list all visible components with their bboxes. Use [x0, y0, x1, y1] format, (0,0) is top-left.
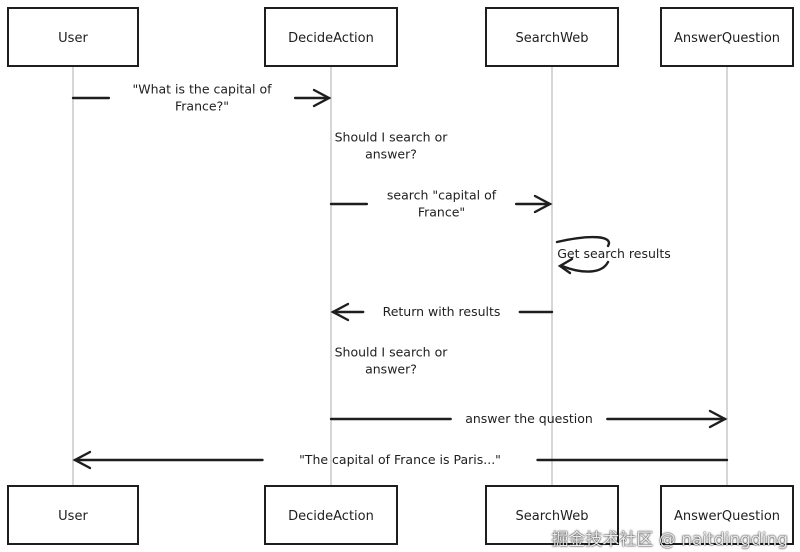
- message-label-2-0: search "capital of: [387, 188, 497, 203]
- note-text-5-1: answer?: [365, 362, 417, 377]
- message-label-2-1: France": [418, 205, 465, 220]
- actor-label-bottom-decide-action: DecideAction: [288, 509, 374, 524]
- message-label-6-0: answer the question: [465, 411, 593, 426]
- actor-label-bottom-user: User: [58, 509, 88, 524]
- message-label-3: Get search results: [557, 246, 671, 261]
- actor-label-bottom-search-web: SearchWeb: [515, 509, 588, 524]
- actor-label-top-search-web: SearchWeb: [515, 31, 588, 46]
- message-arrowhead-4: [330, 302, 350, 322]
- message-label-4-0: Return with results: [383, 304, 501, 319]
- self-loop-top: [555, 235, 611, 248]
- watermark: 掘金技术社区 @ naitdingding: [551, 530, 788, 550]
- actor-box-bottom-user: [7, 485, 139, 545]
- message-label-0-0: "What is the capital of: [132, 82, 272, 97]
- self-loop-arrowhead: [557, 257, 574, 275]
- actor-box-top-decide-action: [264, 7, 398, 67]
- actor-box-top-user: [7, 7, 139, 67]
- actor-box-top-answer-question: [660, 7, 794, 67]
- actor-box-bottom-decide-action: [264, 485, 398, 545]
- actor-label-bottom-answer-question: AnswerQuestion: [674, 509, 780, 524]
- message-label-7-0: "The capital of France is Paris...": [299, 452, 501, 467]
- actor-box-top-search-web: [485, 7, 619, 67]
- actor-label-top-decide-action: DecideAction: [288, 31, 374, 46]
- actor-box-bottom-search-web: [485, 485, 619, 545]
- actor-label-top-user: User: [58, 31, 88, 46]
- message-arrowhead-0: [312, 88, 332, 108]
- message-arrowhead-6: [708, 409, 728, 429]
- actor-label-top-answer-question: AnswerQuestion: [674, 31, 780, 46]
- message-arrowhead-2: [533, 194, 553, 214]
- note-text-5-0: Should I search or: [335, 345, 449, 360]
- note-text-1-0: Should I search or: [335, 130, 449, 145]
- actor-box-bottom-answer-question: [660, 485, 794, 545]
- self-loop-bottom: [560, 260, 610, 273]
- note-text-1-1: answer?: [365, 147, 417, 162]
- message-arrowhead-7: [72, 450, 92, 470]
- message-label-0-1: France?": [175, 99, 229, 114]
